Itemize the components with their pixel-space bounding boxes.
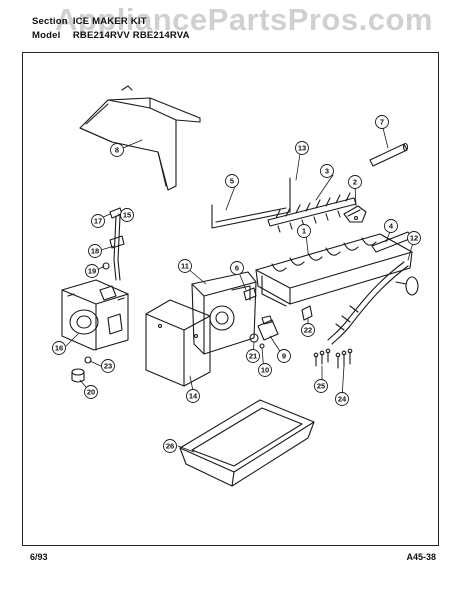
callout-26: 26 bbox=[163, 439, 177, 453]
callout-16-label: 16 bbox=[55, 344, 63, 353]
callout-13-label: 13 bbox=[298, 144, 306, 153]
callout-20: 20 bbox=[84, 385, 98, 399]
callout-14-label: 14 bbox=[189, 392, 198, 401]
callout-7-label: 7 bbox=[380, 118, 384, 127]
callout-11-label: 11 bbox=[181, 262, 189, 271]
callout-21: 21 bbox=[246, 349, 260, 363]
callout-19-label: 19 bbox=[88, 267, 96, 276]
water-valve-part bbox=[61, 279, 129, 351]
cover-part bbox=[145, 299, 211, 387]
callout-7: 7 bbox=[375, 115, 389, 129]
water-tube-parts bbox=[102, 207, 125, 281]
section-line: Section ICE MAKER KIT bbox=[32, 16, 147, 27]
callout-8: 8 bbox=[110, 143, 124, 157]
callout-13: 13 bbox=[295, 141, 309, 155]
callout-9: 9 bbox=[277, 349, 291, 363]
section-value: ICE MAKER KIT bbox=[72, 16, 147, 27]
callout-12-label: 12 bbox=[410, 234, 418, 243]
callout-17-label: 17 bbox=[94, 217, 102, 226]
callout-25: 25 bbox=[314, 379, 328, 393]
callout-23: 23 bbox=[101, 359, 115, 373]
callout-10: 10 bbox=[258, 363, 272, 377]
callout-18-label: 18 bbox=[91, 247, 99, 256]
small-clip-part bbox=[301, 305, 313, 321]
model-value: RBE214RVV RBE214RVA bbox=[72, 30, 190, 41]
callout-14: 14 bbox=[186, 389, 200, 403]
bracket-part bbox=[211, 177, 291, 229]
callout-6: 6 bbox=[230, 261, 244, 275]
callout-22-label: 22 bbox=[304, 326, 312, 335]
callout-25-label: 25 bbox=[317, 382, 325, 391]
callout-5-label: 5 bbox=[230, 177, 234, 186]
callout-15: 15 bbox=[120, 208, 134, 222]
callout-1: 1 bbox=[297, 224, 311, 238]
callout-4: 4 bbox=[384, 219, 398, 233]
model-label: Model bbox=[32, 30, 61, 41]
section-label: Section bbox=[32, 16, 68, 27]
ice-mold-part bbox=[255, 233, 413, 307]
screws-parts bbox=[313, 348, 353, 369]
callout-22: 22 bbox=[301, 323, 315, 337]
wire-harness-part bbox=[327, 261, 419, 345]
callout-2-label: 2 bbox=[353, 178, 357, 187]
callout-12: 12 bbox=[407, 231, 421, 245]
ice-bucket-part bbox=[179, 399, 315, 487]
callout-15-label: 15 bbox=[123, 211, 131, 220]
footer-page-code: A45-38 bbox=[406, 552, 436, 562]
callout-24: 24 bbox=[335, 392, 349, 406]
diagram-frame bbox=[22, 52, 439, 546]
callout-20-label: 20 bbox=[87, 388, 95, 397]
callout-23-label: 23 bbox=[104, 362, 112, 371]
clip-part bbox=[343, 205, 367, 223]
fitting-parts bbox=[71, 356, 92, 383]
callout-5: 5 bbox=[225, 174, 239, 188]
stripper-part bbox=[267, 192, 357, 233]
callout-11: 11 bbox=[178, 259, 192, 273]
callout-9-label: 9 bbox=[282, 352, 286, 361]
footer-date: 6/93 bbox=[30, 552, 48, 562]
callout-17: 17 bbox=[91, 214, 105, 228]
rod-part bbox=[369, 142, 409, 167]
callout-16: 16 bbox=[52, 341, 66, 355]
callouts: 8 5 13 3 7 2 1 4 12 11 6 15 17 18 19 16 … bbox=[52, 115, 421, 453]
callout-1-label: 1 bbox=[302, 227, 306, 236]
callout-2: 2 bbox=[348, 175, 362, 189]
callout-4-label: 4 bbox=[389, 222, 394, 231]
callout-3: 3 bbox=[320, 164, 334, 178]
callout-19: 19 bbox=[85, 264, 99, 278]
callout-18: 18 bbox=[88, 244, 102, 258]
watermark: AppliancePartsPros.com bbox=[55, 2, 433, 37]
callout-6-label: 6 bbox=[235, 264, 239, 273]
callout-24-label: 24 bbox=[338, 395, 347, 404]
callout-26-label: 26 bbox=[166, 442, 174, 451]
callout-8-label: 8 bbox=[115, 146, 119, 155]
model-line: Model RBE214RVV RBE214RVA bbox=[32, 30, 190, 41]
fill-cup-chute-part bbox=[79, 85, 201, 191]
callout-10-label: 10 bbox=[261, 366, 269, 375]
callout-21-label: 21 bbox=[249, 352, 257, 361]
callout-3-label: 3 bbox=[325, 167, 329, 176]
